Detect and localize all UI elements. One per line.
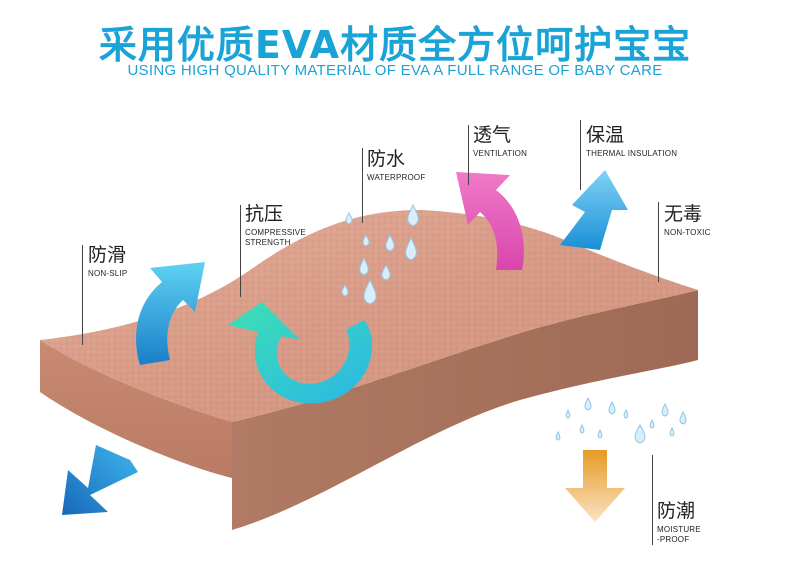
label-non-slip: 防滑 NON-SLIP xyxy=(88,244,127,279)
label-compressive-en-1: COMPRESSIVE xyxy=(245,228,306,237)
label-non-slip-cn: 防滑 xyxy=(88,244,127,266)
label-ventilation: 透气 VENTILATION xyxy=(473,124,527,159)
water-drops xyxy=(341,203,419,305)
moisture-arrow xyxy=(565,450,625,522)
label-moisture-en-2: -PROOF xyxy=(657,535,690,544)
label-non-slip-en: NON-SLIP xyxy=(88,269,128,278)
guide-line-ventilation xyxy=(468,125,469,185)
guide-line-non-toxic xyxy=(658,202,659,282)
mat-front-side xyxy=(40,340,232,478)
label-compressive-en-2: STRENGTH xyxy=(245,238,291,247)
thermal-arrow xyxy=(560,170,628,250)
label-non-toxic-cn: 无毒 xyxy=(664,203,703,225)
label-waterproof-cn: 防水 xyxy=(367,148,406,170)
guide-line-moisture xyxy=(652,455,653,545)
compressive-arrow xyxy=(228,302,372,404)
label-moisture-cn: 防潮 xyxy=(657,500,696,522)
mat-right-side xyxy=(232,290,698,530)
label-moisture-en-1: MOISTURE xyxy=(657,525,701,534)
guide-line-non-slip xyxy=(82,245,83,345)
label-waterproof-en: WATERPROOF xyxy=(367,173,426,182)
main-subtitle: USING HIGH QUALITY MATERIAL OF EVA A FUL… xyxy=(127,62,663,79)
down-left-arrow xyxy=(62,445,138,515)
label-non-toxic-en: NON-TOXIC xyxy=(664,228,711,237)
label-thermal: 保温 THERMAL INSULATION xyxy=(586,124,677,159)
label-compressive: 抗压 COMPRESSIVE STRENGTH xyxy=(245,203,306,248)
main-title: 采用优质EVA材质全方位呵护宝宝 xyxy=(98,23,692,67)
label-thermal-en: THERMAL INSULATION xyxy=(586,149,678,158)
label-non-toxic: 无毒 NON-TOXIC xyxy=(664,203,711,238)
guide-line-waterproof xyxy=(362,148,363,223)
guide-line-compressive xyxy=(240,205,241,297)
label-ventilation-cn: 透气 xyxy=(473,124,512,146)
label-moisture: 防潮 MOISTURE -PROOF xyxy=(657,500,701,545)
moisture-drops xyxy=(555,396,687,444)
label-waterproof: 防水 WATERPROOF xyxy=(367,148,425,183)
label-thermal-cn: 保温 xyxy=(586,124,625,146)
label-compressive-cn: 抗压 xyxy=(245,203,284,225)
label-ventilation-en: VENTILATION xyxy=(473,149,528,158)
ventilation-arrow xyxy=(456,172,524,270)
non-slip-arrow xyxy=(136,262,205,365)
guide-line-thermal xyxy=(580,120,581,190)
